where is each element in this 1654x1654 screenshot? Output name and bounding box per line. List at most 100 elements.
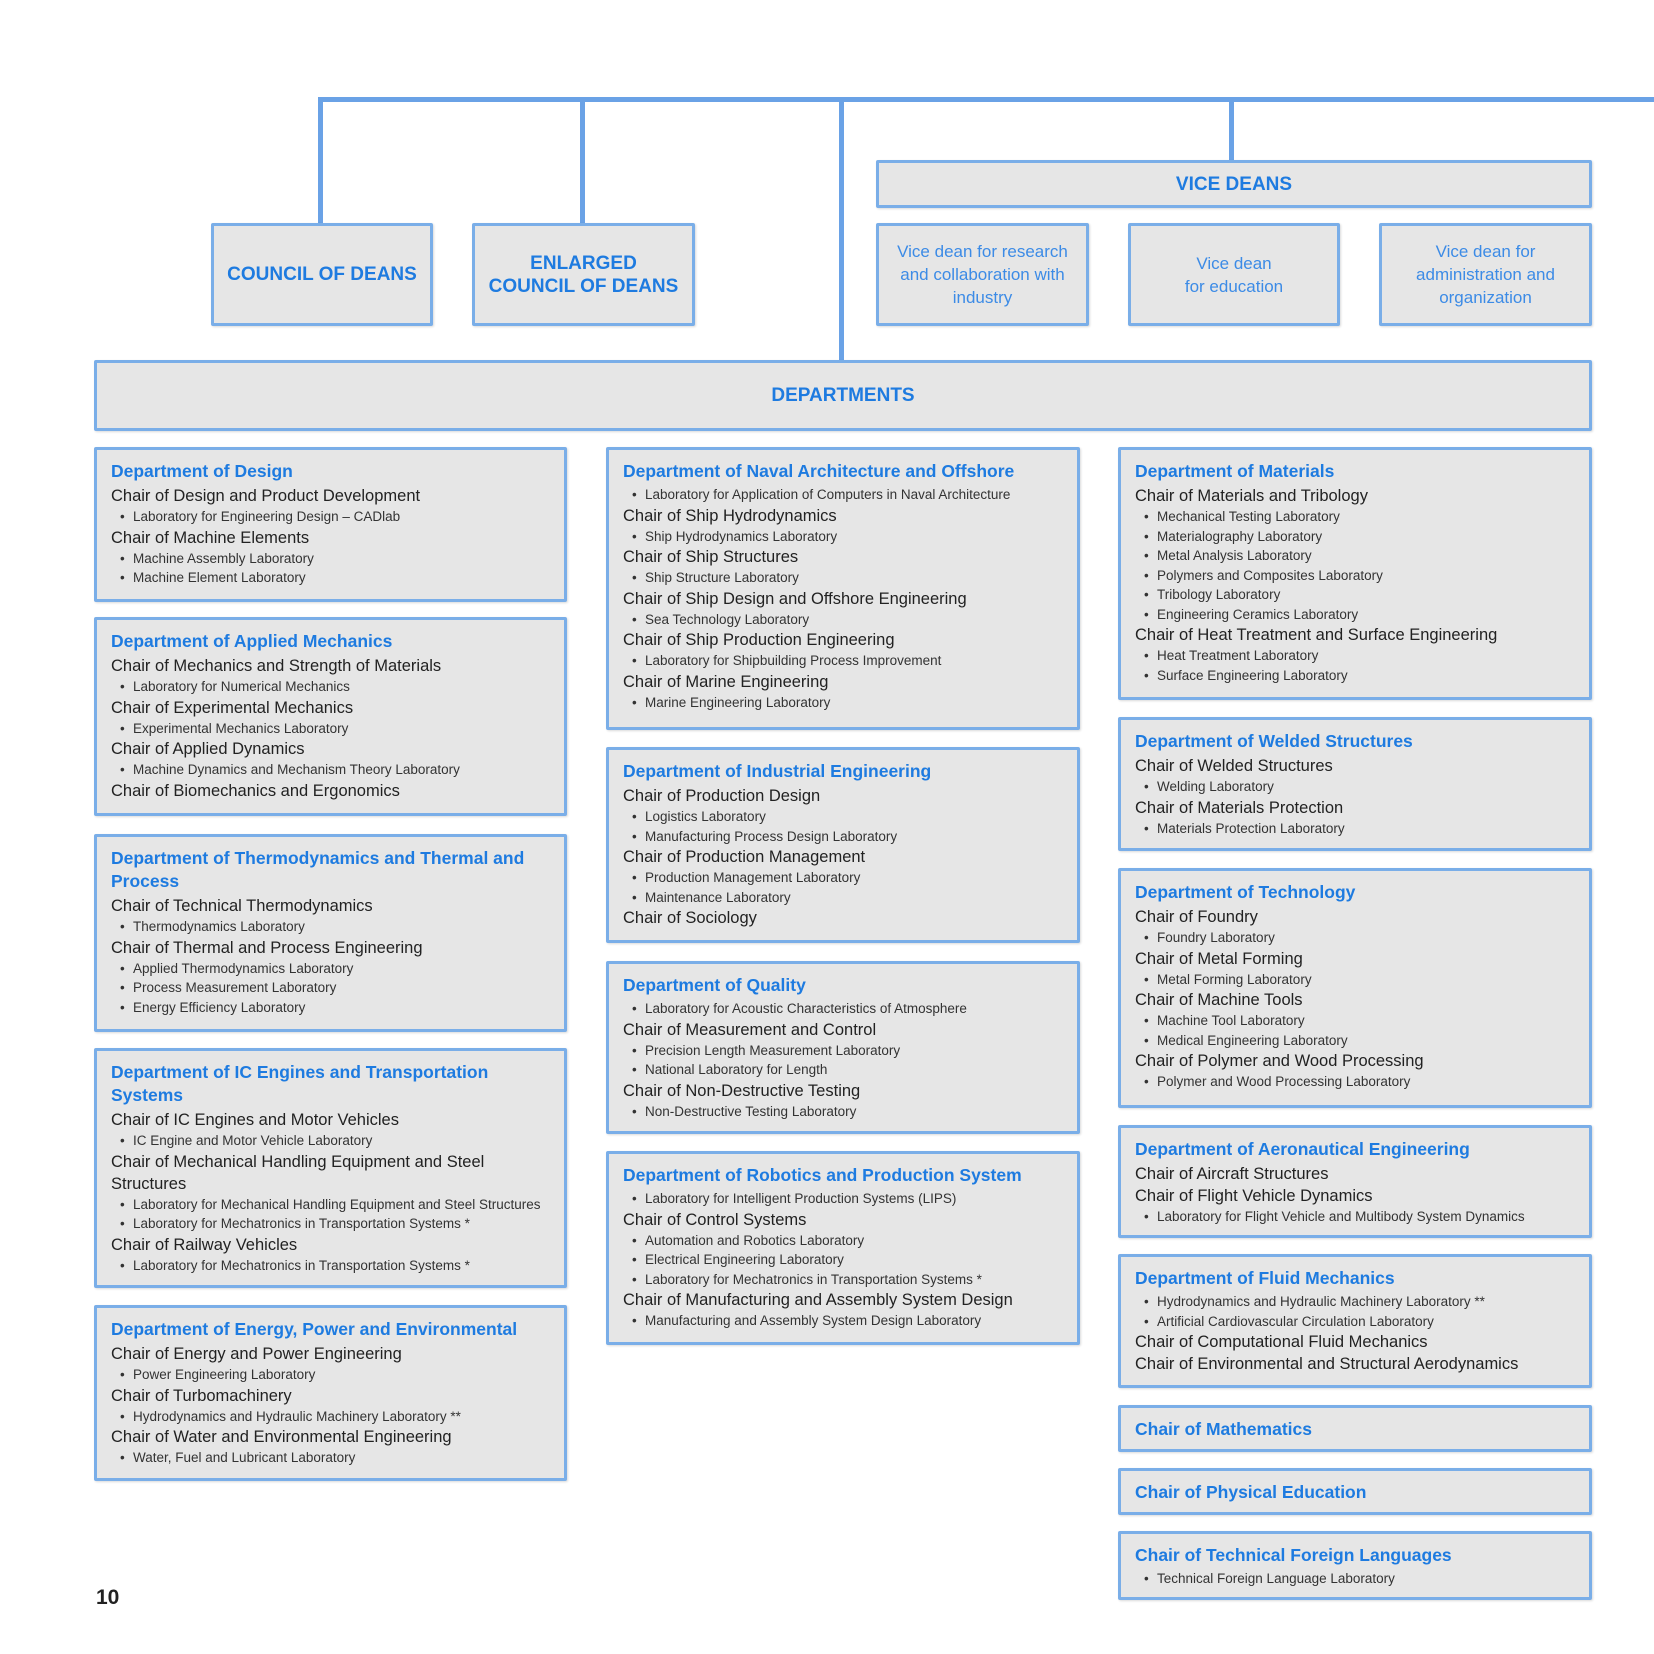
department-title: Department of Welded Structures	[1135, 731, 1413, 751]
chair-item: Chair of Experimental Mechanics	[111, 698, 354, 717]
vice-dean-admin-box: Vice dean for administration and organiz…	[1379, 223, 1592, 326]
chair-item: Chair of Machine Tools	[1135, 991, 1303, 1009]
laboratory-item: Thermodynamics Laboratory	[111, 917, 552, 937]
laboratory-item: Materials Protection Laboratory	[1135, 819, 1577, 839]
dept-naval-architecture: Department of Naval Architecture and Off…	[606, 447, 1080, 730]
laboratory-item: IC Engine and Motor Vehicle Laboratory	[111, 1131, 552, 1151]
chair-item: Chair of Polymer and Wood Processing	[1135, 1052, 1424, 1070]
laboratory-item: Marine Engineering Laboratory	[623, 693, 1065, 713]
laboratory-item: Ship Structure Laboratory	[623, 568, 1065, 588]
laboratory-item: Laboratory for Mechatronics in Transport…	[111, 1214, 552, 1234]
laboratory-item: Power Engineering Laboratory	[111, 1365, 552, 1385]
laboratory-item: Machine Element Laboratory	[111, 568, 552, 588]
chair-item: Chair of Water and Environmental Enginee…	[111, 1428, 452, 1446]
laboratory-item: Precision Length Measurement Laboratory	[623, 1041, 1065, 1061]
department-title: Department of Robotics and Production Sy…	[623, 1165, 1022, 1185]
chair-item: Chair of Mechanics and Strength of Mater…	[111, 657, 442, 675]
laboratory-item: Metal Forming Laboratory	[1135, 970, 1577, 990]
chair-item: Chair of Machine Elements	[111, 528, 310, 547]
laboratory-item: Laboratory for Mechanical Handling Equip…	[111, 1195, 552, 1215]
chair-item: Chair of Flight Vehicle Dynamics	[1135, 1187, 1373, 1205]
connector-vice-deans	[1229, 97, 1234, 162]
laboratory-item: Heat Treatment Laboratory	[1135, 646, 1577, 666]
dept-energy-power: Department of Energy, Power and Environm…	[94, 1305, 567, 1481]
laboratory-item: Laboratory for Mechatronics in Transport…	[623, 1270, 1065, 1290]
laboratory-item: Polymers and Composites Laboratory	[1135, 566, 1577, 586]
departments-label: DEPARTMENTS	[771, 385, 915, 406]
connector-departments	[839, 97, 844, 362]
department-title: Chair of Mathematics	[1135, 1419, 1312, 1439]
chair-item: Chair of Biomechanics and Ergonomics	[111, 781, 400, 800]
enlarged-council-label: ENLARGED COUNCIL OF DEANS	[488, 252, 679, 297]
chair-item: Chair of Ship Structures	[623, 548, 799, 566]
department-title: Chair of Technical Foreign Languages	[1135, 1545, 1452, 1565]
department-title: Department of Applied Mechanics	[111, 631, 393, 651]
connector-enlarged-council	[580, 97, 585, 223]
chair-item: Chair of Sociology	[623, 909, 757, 927]
laboratory-item: Hydrodynamics and Hydraulic Machinery La…	[1135, 1292, 1577, 1312]
laboratory-item: Welding Laboratory	[1135, 777, 1577, 797]
laboratory-item: Production Management Laboratory	[623, 868, 1065, 888]
chair-item: Chair of Manufacturing and Assembly Syst…	[623, 1291, 1013, 1309]
chair-item: Chair of Non-Destructive Testing	[623, 1081, 861, 1100]
chair-item: Chair of Energy and Power Engineering	[111, 1345, 402, 1363]
laboratory-item: Surface Engineering Laboratory	[1135, 666, 1577, 686]
chair-item: Chair of Computational Fluid Mechanics	[1135, 1333, 1428, 1351]
vice-dean-admin-label: Vice dean for administration and organiz…	[1416, 242, 1555, 307]
chair-item: Chair of Materials and Tribology	[1135, 487, 1368, 505]
laboratory-item: Laboratory for Intelligent Production Sy…	[623, 1189, 1065, 1209]
laboratory-item: Machine Assembly Laboratory	[111, 549, 552, 569]
council-of-deans-box: COUNCIL OF DEANS	[211, 223, 433, 326]
laboratory-item: Laboratory for Numerical Mechanics	[111, 677, 552, 697]
department-title: Department of Aeronautical Engineering	[1135, 1139, 1470, 1159]
dept-thermodynamics: Department of Thermodynamics and Thermal…	[94, 834, 567, 1032]
laboratory-item: Process Measurement Laboratory	[111, 978, 552, 998]
laboratory-item: Laboratory for Acoustic Characteristics …	[623, 999, 1065, 1019]
chair-item: Chair of Turbomachinery	[111, 1386, 292, 1405]
laboratory-item: Ship Hydrodynamics Laboratory	[623, 527, 1065, 547]
laboratory-item: Applied Thermodynamics Laboratory	[111, 959, 552, 979]
laboratory-item: Engineering Ceramics Laboratory	[1135, 605, 1577, 625]
chair-item: Chair of IC Engines and Motor Vehicles	[111, 1111, 399, 1129]
council-of-deans-label: COUNCIL OF DEANS	[227, 264, 417, 285]
chair-item: Chair of Production Design	[623, 787, 821, 805]
laboratory-item: Medical Engineering Laboratory	[1135, 1031, 1577, 1051]
vice-dean-education-box: Vice dean for education	[1128, 223, 1340, 326]
chair-item: Chair of Materials Protection	[1135, 798, 1344, 817]
laboratory-item: Experimental Mechanics Laboratory	[111, 719, 552, 739]
department-title: Department of Industrial Engineering	[623, 761, 932, 781]
vice-dean-education-label: Vice dean for education	[1184, 253, 1284, 296]
chair-item: Chair of Marine Engineering	[623, 672, 829, 691]
laboratory-item: Tribology Laboratory	[1135, 585, 1577, 605]
laboratory-item: Laboratory for Shipbuilding Process Impr…	[623, 651, 1065, 671]
department-title: Department of Design	[111, 461, 293, 481]
laboratory-item: Laboratory for Mechatronics in Transport…	[111, 1256, 552, 1276]
dept-quality: Department of QualityLaboratory for Acou…	[606, 961, 1080, 1134]
vice-deans-box: VICE DEANS	[876, 160, 1592, 208]
laboratory-item: Hydrodynamics and Hydraulic Machinery La…	[111, 1407, 552, 1427]
departments-header-box: DEPARTMENTS	[94, 360, 1592, 431]
page-number: 10	[96, 1586, 120, 1609]
laboratory-item: Manufacturing and Assembly System Design…	[623, 1311, 1065, 1331]
department-title: Department of Thermodynamics and Thermal…	[111, 848, 525, 891]
chair-item: Chair of Environmental and Structural Ae…	[1135, 1355, 1519, 1373]
laboratory-item: Sea Technology Laboratory	[623, 610, 1065, 630]
vice-dean-research-label: Vice dean for research and collaboration…	[897, 242, 1068, 307]
chair-item: Chair of Control Systems	[623, 1210, 807, 1229]
laboratory-item: Machine Tool Laboratory	[1135, 1011, 1577, 1031]
vice-dean-research-box: Vice dean for research and collaboration…	[876, 223, 1089, 326]
chair-item: Chair of Mechanical Handling Equipment a…	[111, 1152, 485, 1193]
department-title: Department of Energy, Power and Environm…	[111, 1319, 518, 1339]
dept-ic-engines: Department of IC Engines and Transportat…	[94, 1048, 567, 1288]
department-title: Department of Materials	[1135, 461, 1335, 481]
laboratory-item: Electrical Engineering Laboratory	[623, 1250, 1065, 1270]
laboratory-item: Manufacturing Process Design Laboratory	[623, 827, 1065, 847]
laboratory-item: Machine Dynamics and Mechanism Theory La…	[111, 760, 552, 780]
enlarged-council-box: ENLARGED COUNCIL OF DEANS	[472, 223, 695, 326]
laboratory-item: Polymer and Wood Processing Laboratory	[1135, 1072, 1577, 1092]
dept-robotics: Department of Robotics and Production Sy…	[606, 1151, 1080, 1345]
chair-item: Chair of Railway Vehicles	[111, 1235, 298, 1254]
